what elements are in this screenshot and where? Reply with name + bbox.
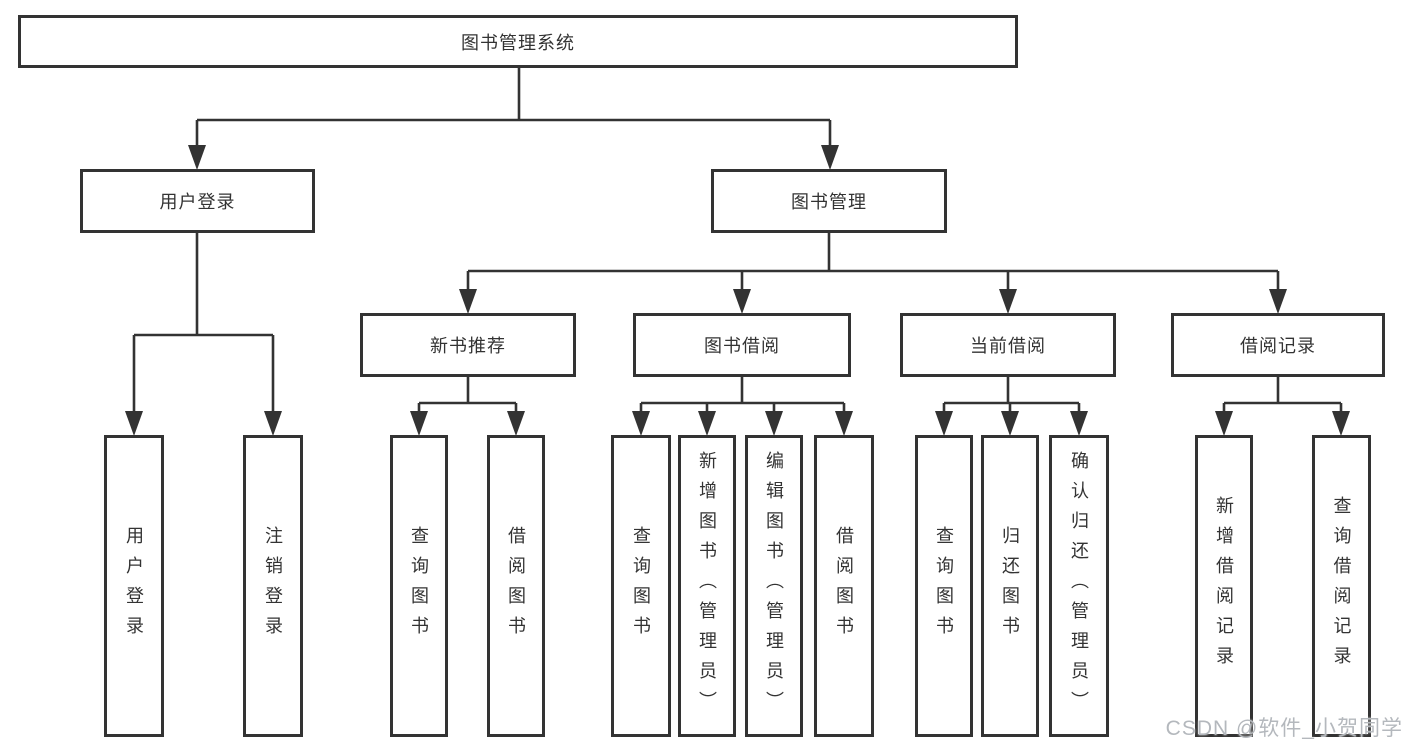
node-borrowing-records: 借阅记录: [1171, 313, 1385, 377]
arrowhead-icons: [125, 145, 1350, 436]
node-library-management-system: 图书管理系统: [18, 15, 1018, 68]
leaf-query-borrow-record: 查询借阅记录: [1312, 435, 1371, 737]
node-user-login: 用户登录: [80, 169, 315, 233]
leaf-confirm-return-admin: 确认归还（管理员）: [1049, 435, 1109, 737]
node-book-management: 图书管理: [711, 169, 947, 233]
leaf-query-books-borrow: 查询图书: [611, 435, 671, 737]
node-book-borrowing: 图书借阅: [633, 313, 851, 377]
leaf-edit-books-admin: 编辑图书（管理员）: [745, 435, 803, 737]
node-current-borrowing: 当前借阅: [900, 313, 1116, 377]
leaf-user-login: 用户登录: [104, 435, 164, 737]
leaf-logout-login: 注销登录: [243, 435, 303, 737]
leaf-borrow-books-borrow: 借阅图书: [814, 435, 874, 737]
leaf-add-books-admin: 新增图书（管理员）: [678, 435, 736, 737]
leaf-add-borrow-record: 新增借阅记录: [1195, 435, 1253, 737]
leaf-borrow-books-new: 借阅图书: [487, 435, 545, 737]
watermark: CSDN @软件_小贺同学: [1165, 717, 1403, 740]
leaf-query-books-new: 查询图书: [390, 435, 448, 737]
leaf-query-books-current: 查询图书: [915, 435, 973, 737]
leaf-return-books: 归还图书: [981, 435, 1039, 737]
node-new-book-recommendation: 新书推荐: [360, 313, 576, 377]
